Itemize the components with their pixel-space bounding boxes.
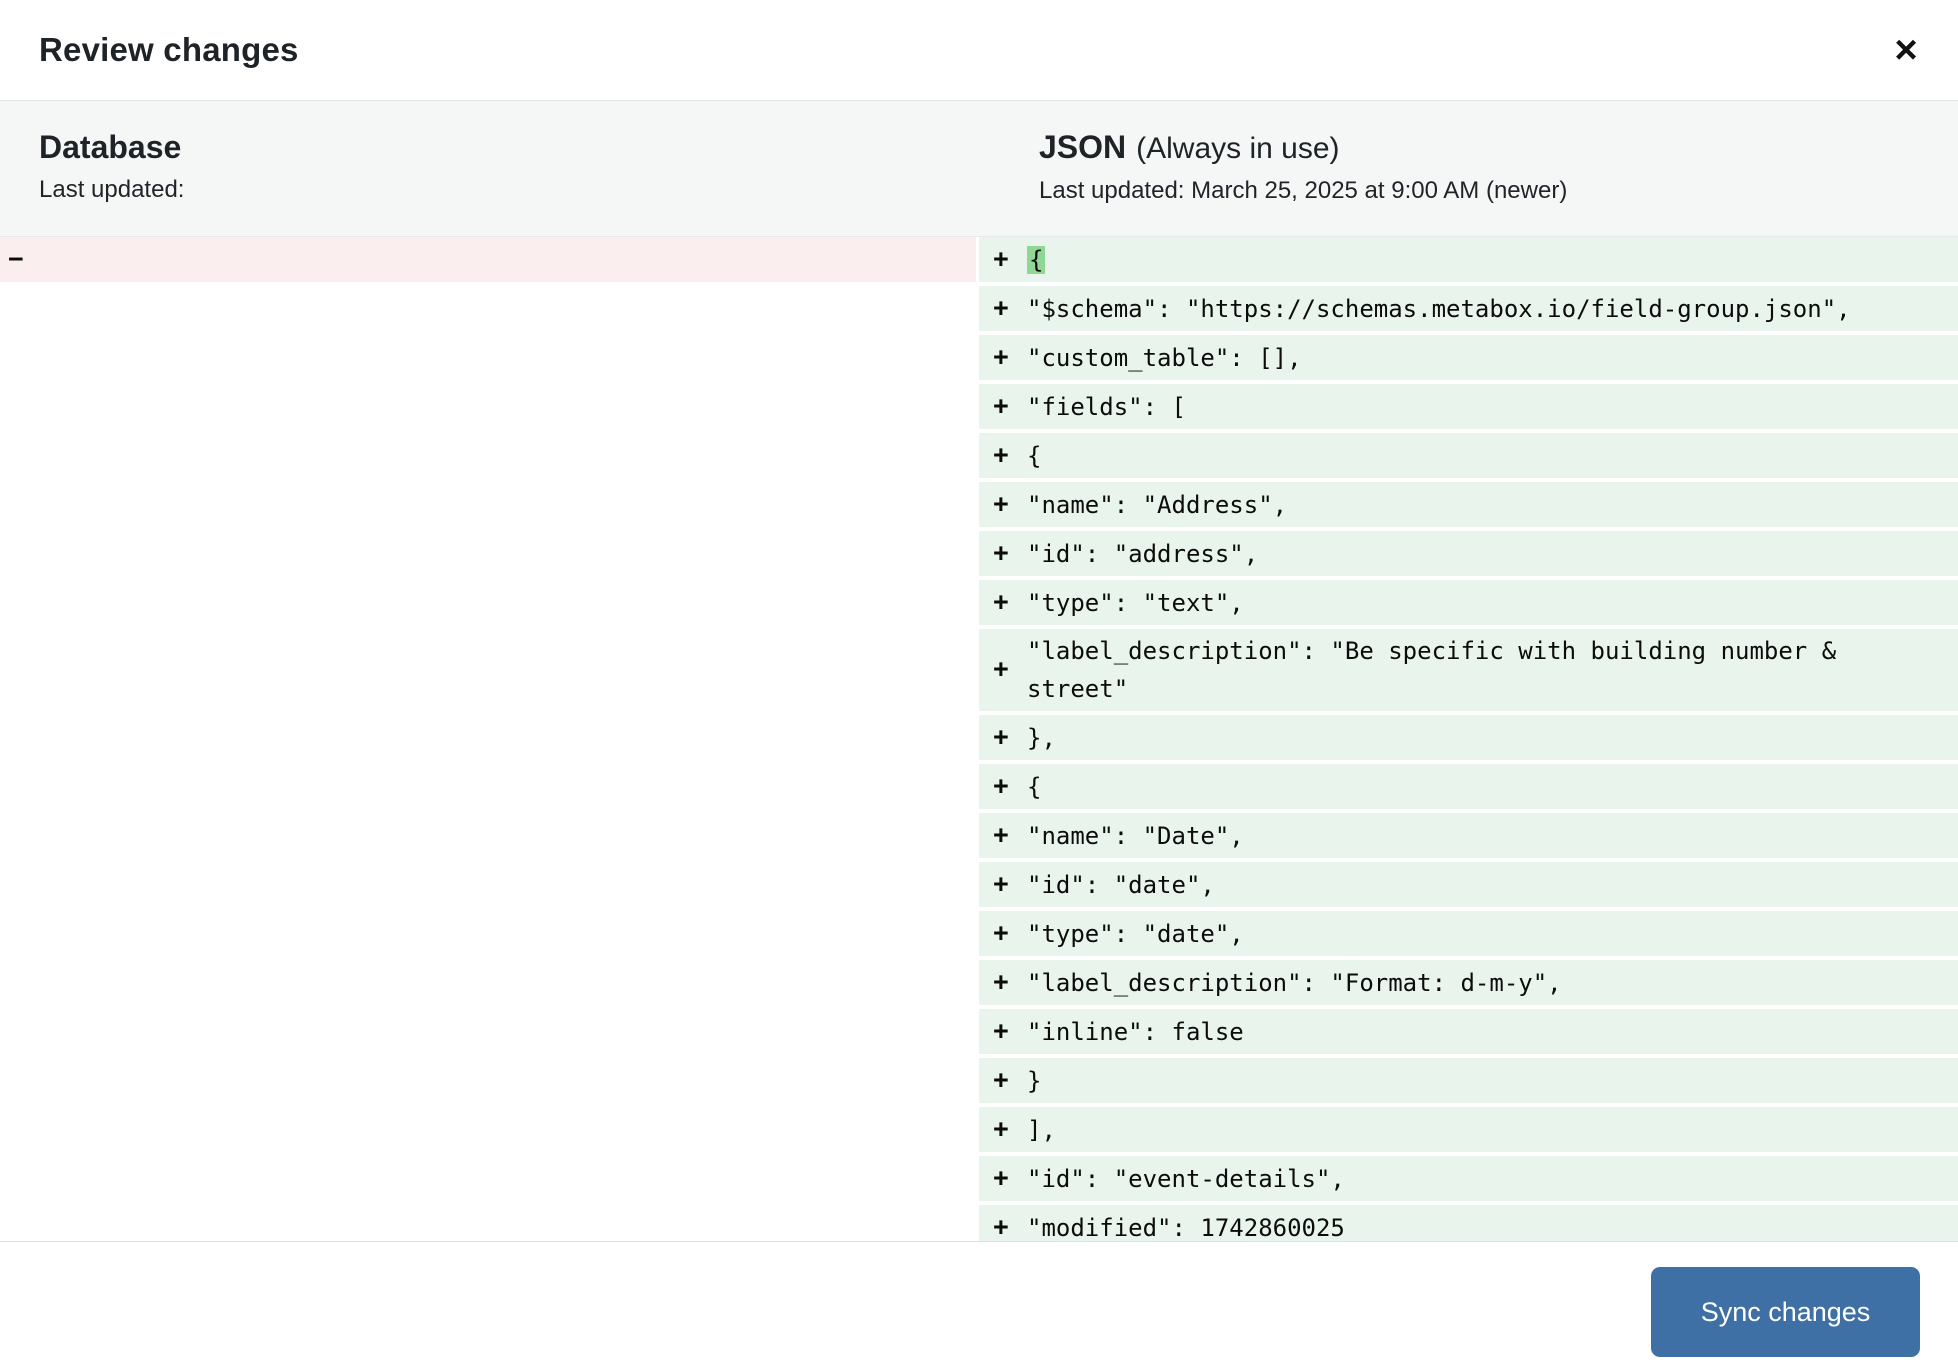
json-title-suffix: (Always in use)	[1136, 132, 1339, 165]
diff-code-text: {	[1027, 437, 1041, 475]
plus-icon: +	[993, 1015, 1009, 1046]
diff-code-text: "label_description": "Format: d-m-y",	[1027, 964, 1562, 1002]
diff-added-row: + "modified": 1742860025	[979, 1205, 1958, 1242]
diff-added-row: + {	[979, 433, 1958, 478]
diff-code-text: },	[1027, 719, 1056, 757]
diff-code-text: "fields": [	[1027, 388, 1186, 426]
diff-added-row: + },	[979, 715, 1958, 760]
plus-icon: +	[993, 917, 1009, 948]
plus-icon: +	[993, 1211, 1009, 1242]
diff-code-text: "inline": false	[1027, 1013, 1244, 1051]
json-last-updated: Last updated: March 25, 2025 at 9:00 AM …	[1039, 177, 1958, 205]
diff-added-row: + "custom_table": [],	[979, 335, 1958, 380]
database-column-header: Database Last updated:	[0, 101, 979, 236]
diff-code-text: "id": "date",	[1027, 866, 1215, 904]
plus-icon: +	[993, 488, 1009, 519]
plus-icon: +	[993, 390, 1009, 421]
plus-icon: +	[993, 439, 1009, 470]
plus-icon: +	[993, 770, 1009, 801]
plus-icon: +	[993, 966, 1009, 997]
diff-highlight: {	[1027, 246, 1045, 274]
plus-icon: +	[993, 819, 1009, 850]
diff-code-text: "custom_table": [],	[1027, 339, 1302, 377]
plus-icon: +	[993, 1064, 1009, 1095]
database-diff-pane: −	[0, 237, 976, 1241]
plus-icon: +	[993, 721, 1009, 752]
minus-icon: −	[8, 243, 24, 274]
plus-icon: +	[993, 1113, 1009, 1144]
json-column-title: JSON (Always in use)	[1039, 127, 1958, 168]
diff-code-text: "id": "address",	[1027, 535, 1258, 573]
diff-code-text: "id": "event-details",	[1027, 1160, 1345, 1198]
modal-footer: Sync changes	[0, 1242, 1958, 1372]
close-button[interactable]: ×	[1882, 26, 1930, 74]
diff-added-row: + "id": "date",	[979, 862, 1958, 907]
close-icon: ×	[1894, 28, 1917, 72]
plus-icon: +	[993, 1162, 1009, 1193]
plus-icon: +	[993, 654, 1009, 685]
diff-added-row: + {	[979, 237, 1958, 282]
diff-added-row: + ],	[979, 1107, 1958, 1152]
column-headers: Database Last updated: JSON (Always in us…	[0, 101, 1958, 237]
diff-added-row: + "inline": false	[979, 1009, 1958, 1054]
modal-title: Review changes	[39, 31, 299, 69]
diff-code-text: "type": "text",	[1027, 584, 1244, 622]
json-title-text: JSON	[1039, 129, 1126, 165]
diff-added-row: + "id": "address",	[979, 531, 1958, 576]
plus-icon: +	[993, 868, 1009, 899]
diff-added-row: + "type": "text",	[979, 580, 1958, 625]
diff-code-text: "name": "Address",	[1027, 486, 1287, 524]
diff-added-row: + }	[979, 1058, 1958, 1103]
diff-added-row: + "$schema": "https://schemas.metabox.io…	[979, 286, 1958, 331]
plus-icon: +	[993, 537, 1009, 568]
database-last-updated: Last updated:	[39, 176, 979, 204]
diff-added-row: + "label_description": "Format: d-m-y",	[979, 960, 1958, 1005]
database-column-title: Database	[39, 127, 979, 167]
plus-icon: +	[993, 243, 1009, 274]
diff-code-text: {	[1027, 241, 1045, 279]
diff-added-row: + "id": "event-details",	[979, 1156, 1958, 1201]
diff-removed-row: −	[0, 237, 976, 282]
diff-added-row: + "name": "Address",	[979, 482, 1958, 527]
json-diff-pane: + { + "$schema": "https://schemas.metabo…	[979, 237, 1958, 1241]
diff-code-text: "label_description": "Be specific with b…	[1027, 632, 1907, 708]
diff-added-row: + "label_description": "Be specific with…	[979, 629, 1958, 711]
sync-changes-button[interactable]: Sync changes	[1651, 1267, 1920, 1357]
diff-added-row: + "name": "Date",	[979, 813, 1958, 858]
diff-added-row: + {	[979, 764, 1958, 809]
diff-code-text: "name": "Date",	[1027, 817, 1244, 855]
json-column-header: JSON (Always in use) Last updated: March …	[979, 101, 1958, 236]
diff-code-text: "type": "date",	[1027, 915, 1244, 953]
diff-code-text: ],	[1027, 1111, 1056, 1149]
diff-code-text: }	[1027, 1062, 1041, 1100]
diff-code-text: {	[1027, 768, 1041, 806]
diff-added-row: + "fields": [	[979, 384, 1958, 429]
diff-added-row: + "type": "date",	[979, 911, 1958, 956]
plus-icon: +	[993, 341, 1009, 372]
modal-header: Review changes ×	[0, 0, 1958, 101]
diff-code-text: "modified": 1742860025	[1027, 1209, 1345, 1243]
diff-view[interactable]: − + { + "$schema": "https://schemas.meta…	[0, 237, 1958, 1242]
plus-icon: +	[993, 292, 1009, 323]
plus-icon: +	[993, 586, 1009, 617]
diff-code-text: "$schema": "https://schemas.metabox.io/f…	[1027, 290, 1851, 328]
